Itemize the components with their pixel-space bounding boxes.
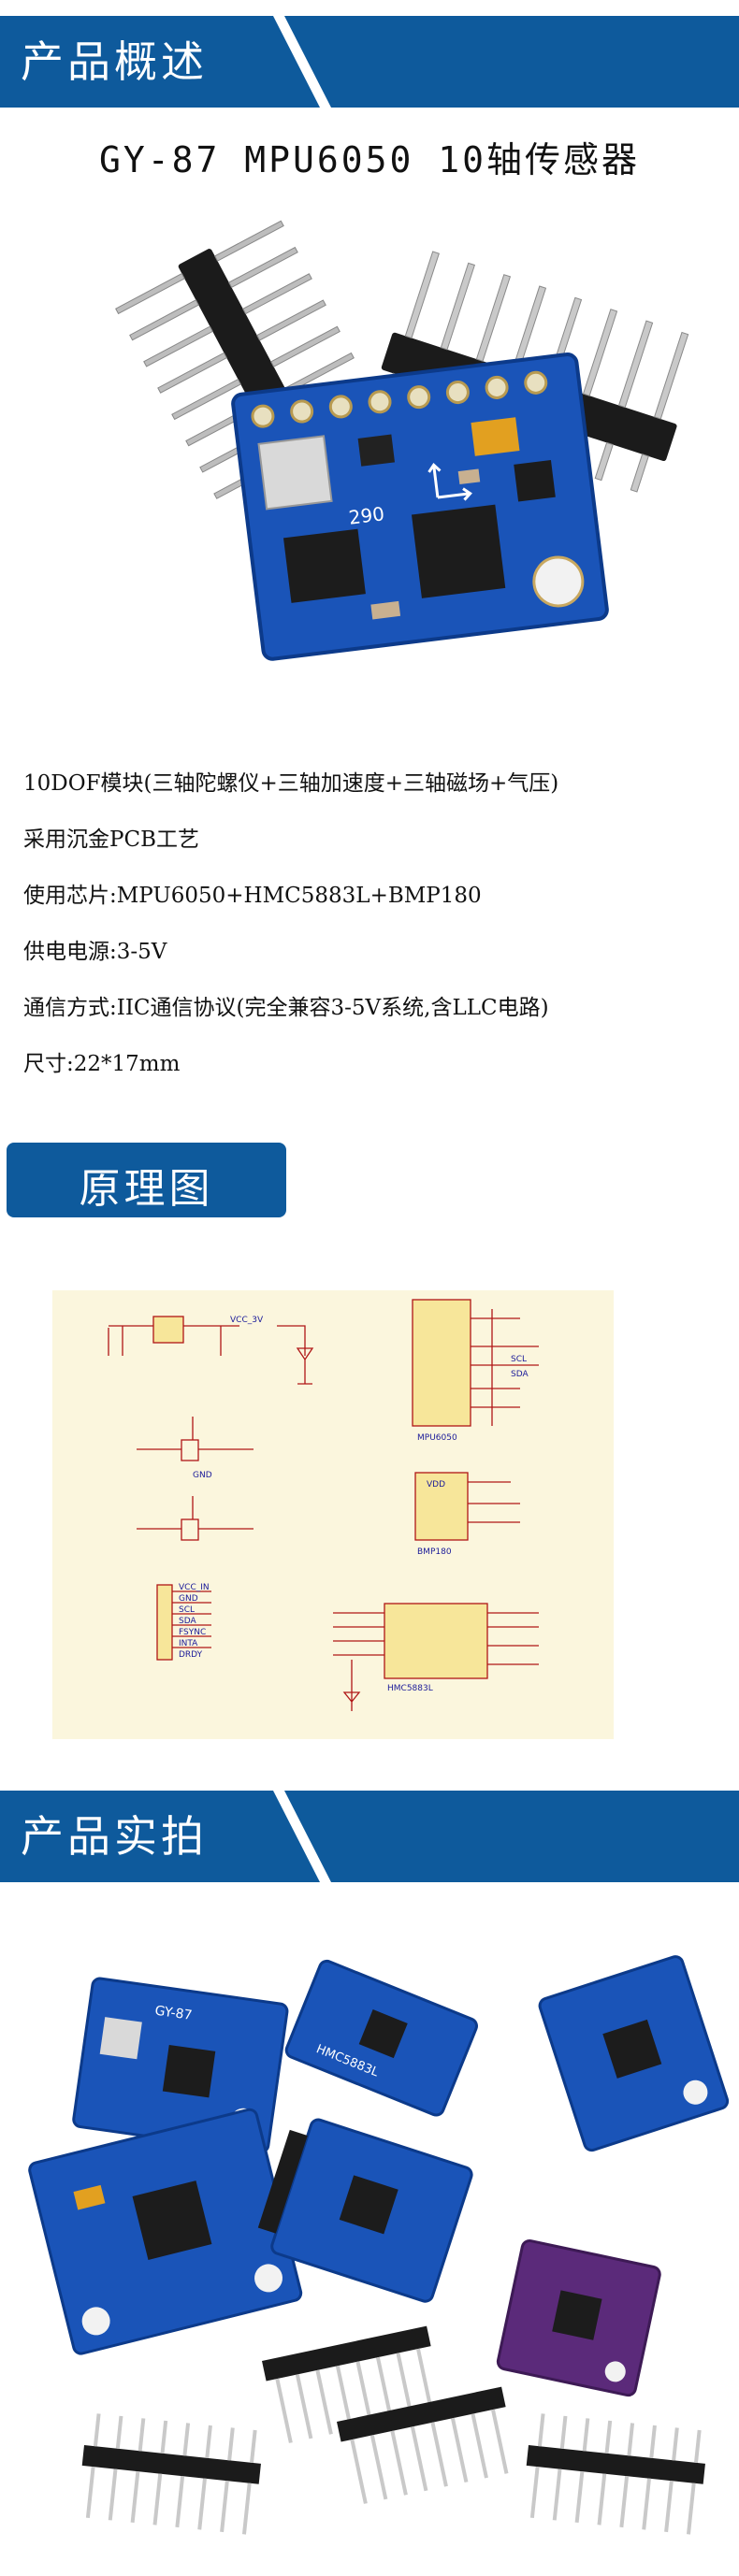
board-large-photo: [28, 2108, 303, 2355]
schematic-label-sda: SDA: [511, 1370, 529, 1379]
board-marking: 290: [347, 502, 385, 528]
board-gy87-photo: GY-87: [72, 1977, 289, 2154]
board-gy87-label: GY-87: [154, 2004, 194, 2023]
spec-item-chips: 使用芯片:MPU6050+HMC5883L+BMP180: [23, 884, 482, 908]
board-blue-right-photo: [538, 1955, 730, 2152]
connector-pin-fsync: FSYNC: [179, 1628, 206, 1637]
spec-item-power: 供电电源:3-5V: [23, 940, 167, 964]
connector-pin-gnd: GND: [179, 1594, 198, 1604]
pin-headers-photo: [81, 2325, 705, 2535]
board-center-photo: [257, 2118, 473, 2303]
section-banner-photos: 产品实拍: [0, 1791, 739, 1882]
section-banner-overview: 产品概述: [0, 16, 739, 108]
connector-pin-int: INTA: [179, 1639, 198, 1648]
connector-pin-sda: SDA: [179, 1617, 196, 1626]
product-hero-image: 290: [115, 220, 689, 661]
schematic-label-vdd: VDD: [427, 1480, 445, 1489]
schematic-diagram: MPU6050 HMC5883L BMP180 VCC_3V SCL SDA G…: [52, 1290, 614, 1739]
product-photo-gallery: GY-87 HMC5883L: [28, 1955, 730, 2535]
spec-item-comm: 通信方式:IIC通信协议(完全兼容3-5V系统,含LLC电路): [23, 996, 549, 1020]
schematic-label-gnd: GND: [193, 1471, 212, 1480]
gy87-board: 290: [231, 353, 609, 661]
product-title: GY-87 MPU6050 10轴传感器: [98, 139, 641, 180]
schematic-label-vcc: VCC_3V: [230, 1316, 264, 1325]
section-title-photos: 产品实拍: [21, 1811, 208, 1862]
banner-shape: [0, 16, 739, 108]
banner-shape: [0, 1791, 739, 1882]
board-purple-photo: [496, 2238, 661, 2397]
spec-list: 10DOF模块(三轴陀螺仪+三轴加速度+三轴磁场+气压) 采用沉金PCB工艺 使…: [23, 765, 734, 1101]
section-banner-schematic: 原理图: [7, 1143, 286, 1217]
section-title-overview: 产品概述: [21, 36, 208, 87]
connector-pin-drdy: DRDY: [179, 1650, 203, 1660]
section-title-schematic: 原理图: [79, 1165, 214, 1213]
spec-item-pcb: 采用沉金PCB工艺: [23, 827, 199, 852]
schematic-label-hmc: HMC5883L: [387, 1684, 433, 1693]
spec-item-module: 10DOF模块(三轴陀螺仪+三轴加速度+三轴磁场+气压): [23, 771, 559, 796]
connector-pin-scl: SCL: [179, 1605, 195, 1615]
schematic-label-mpu: MPU6050: [417, 1433, 457, 1443]
schematic-label-scl: SCL: [511, 1355, 527, 1364]
connector-pin-vcc: VCC_IN: [179, 1583, 210, 1592]
board-hmc-photo: HMC5883L: [284, 1959, 478, 2117]
schematic-label-bmp: BMP180: [417, 1547, 452, 1557]
spec-item-size: 尺寸:22*17mm: [23, 1052, 181, 1076]
